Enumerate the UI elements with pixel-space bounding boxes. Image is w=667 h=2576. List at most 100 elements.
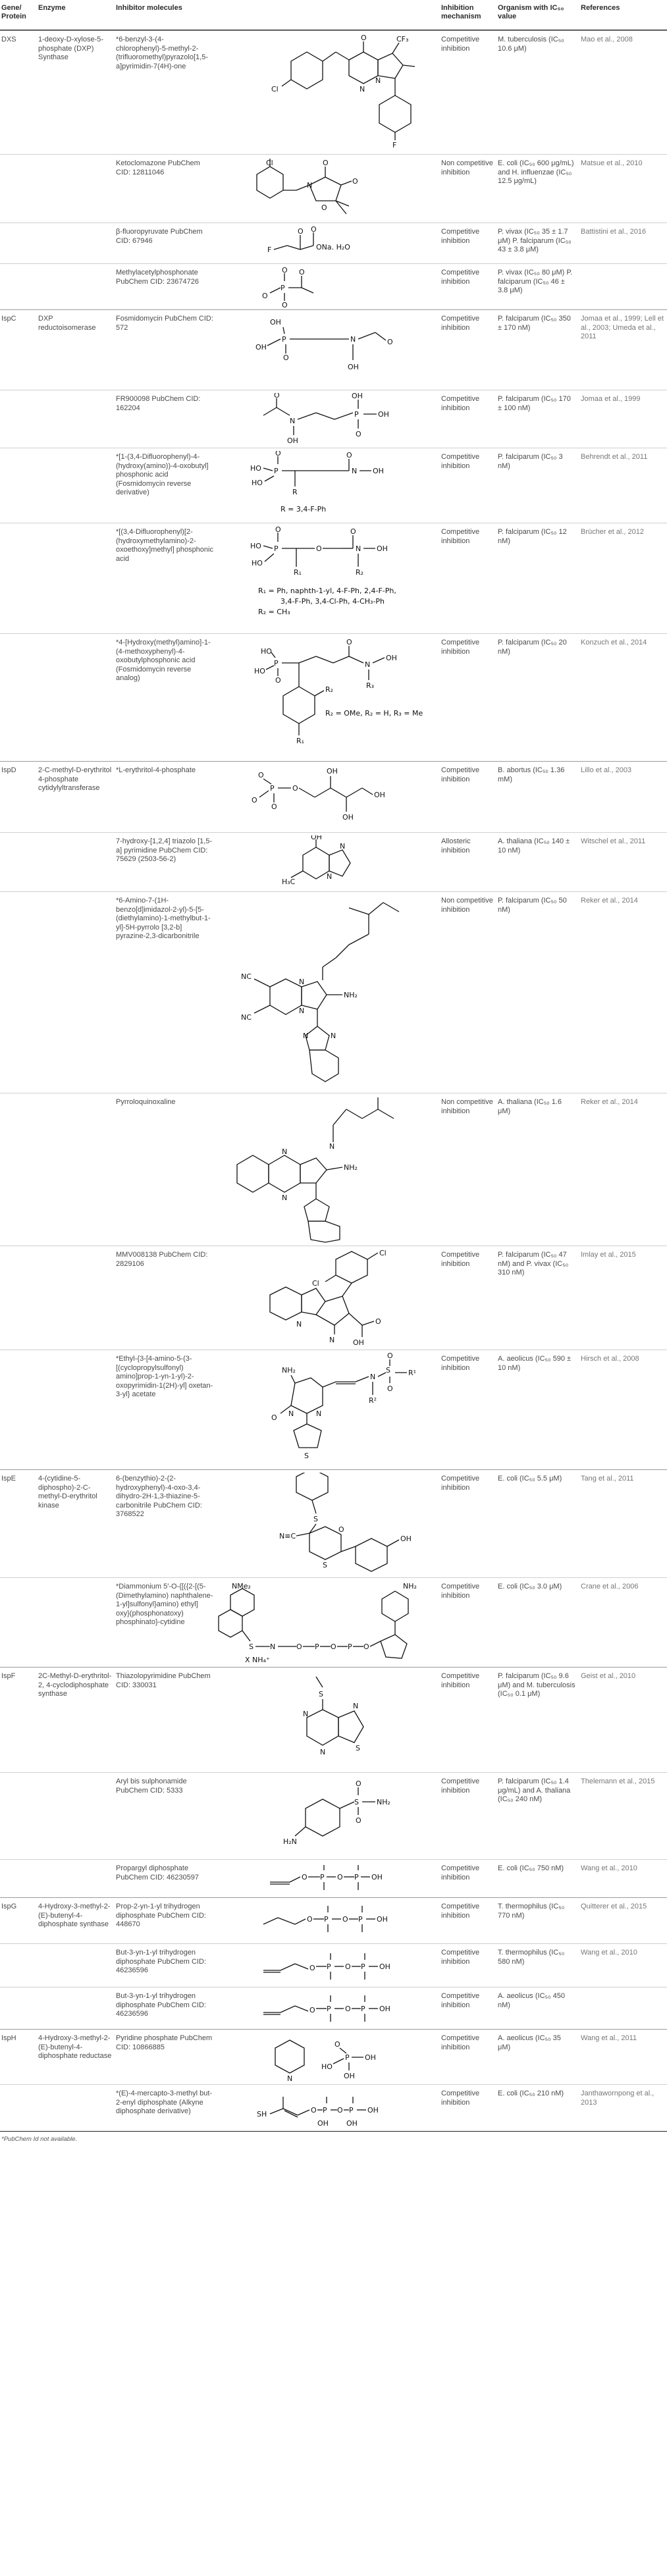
hydroxyl-label: OH (311, 835, 322, 841)
svg-text:Cl: Cl (271, 85, 279, 93)
mechanism-cell: Competitive inhibition (441, 453, 480, 470)
inhibitor-cell: Pyridine phosphate PubChem CID: 10866885 (116, 2034, 213, 2051)
svg-text:O: O (282, 267, 288, 275)
organism-cell: A. thaliana (IC₅₀ 1.6 μM) (498, 1098, 562, 1115)
svg-text:NC: NC (241, 972, 252, 981)
svg-text:O: O (363, 1643, 369, 1651)
hydroxyl-label: OH (352, 393, 363, 400)
svg-text:O: O (282, 301, 288, 309)
mechanism-cell: Competitive inhibition (441, 36, 480, 53)
chemical-structure: SH O P O P OH OH OH (217, 2088, 436, 2130)
hydroxyl-label: OH (344, 2072, 355, 2080)
enzyme-cell: 4-(cytidine-5-diphospho)-2-C-methyl-D-er… (38, 1475, 97, 1510)
chemical-structure: O P O P OH (217, 1990, 436, 2028)
svg-text:H₂N: H₂N (283, 1837, 297, 1846)
inhibitor-cell: 6-(benzythio)-2-(2-hydroxyphenyl)-4-oxo-… (116, 1475, 202, 1518)
mechanism-cell: Competitive inhibition (441, 1475, 480, 1492)
reference-cell: Imlay et al., 2015 (581, 1251, 636, 1259)
inhibitor-cell: *L-erythritol-4-phosphate (116, 766, 196, 774)
svg-text:O: O (321, 203, 327, 212)
header-inhibitor: Inhibitor molecules (116, 4, 182, 12)
svg-text:P: P (348, 1643, 352, 1651)
table-row: 7-hydroxy-[1,2,4] triazolo [1,5-a] pyrim… (0, 832, 667, 891)
reference-cell: Mao et al., 2008 (581, 36, 633, 43)
svg-text:O: O (262, 292, 268, 300)
svg-text:F: F (267, 246, 271, 254)
amine-label: NH₂ (377, 1798, 390, 1806)
hydroxyl-label: OH (379, 1962, 390, 1971)
enzyme-cell: 4-Hydroxy-3-methyl-2-(E)-butenyl-4-dipho… (38, 1903, 111, 1928)
table-header: Gene/ Protein Enzyme Inhibitor molecules… (0, 0, 667, 30)
amine-label: NH₂ (344, 991, 358, 999)
table-row: IspD 2-C-methyl-D-erythritol 4-phosphate… (0, 761, 667, 832)
inhibitor-cell: Aryl bis sulphonamide PubChem CID: 5333 (116, 1777, 187, 1795)
table-row: *Diammonium 5′-O-{[({2-[(5-(Dimethylamin… (0, 1577, 667, 1667)
svg-text:N: N (365, 660, 370, 669)
svg-text:H₃C: H₃C (282, 878, 296, 886)
enzyme-cell: DXP reductoisomerase (38, 315, 96, 332)
svg-text:N: N (352, 467, 357, 475)
mechanism-cell: Competitive inhibition (441, 395, 480, 412)
substituent-label: 3,4-F-Ph, 3,4-Cl-Ph, 4-CH₃-Ph (280, 597, 385, 606)
svg-text:P: P (361, 2005, 365, 2013)
svg-text:HO: HO (254, 667, 265, 675)
mechanism-cell: Competitive inhibition (441, 1992, 480, 2009)
svg-text:P: P (282, 335, 286, 344)
hydroxyl-label: OH (373, 467, 384, 475)
mechanism-cell: Competitive inhibition (441, 1864, 480, 1881)
organism-cell: P. falciparum (IC₅₀ 3 nM) (498, 453, 563, 470)
hydroxyl-label: OH (371, 1873, 383, 1881)
gene-cell: IspH (1, 2034, 16, 2042)
svg-text:R¹: R¹ (408, 1369, 416, 1377)
hydroxyl-label: OH (353, 1338, 364, 1347)
organism-cell: P. falciparum (IC₅₀ 1.4 μg/mL) and A. th… (498, 1777, 571, 1803)
svg-text:O: O (334, 2040, 340, 2049)
substituent-label: R₁ = Ph, naphth-1-yl, 4-F-Ph, 2,4-F-Ph, (258, 587, 396, 595)
svg-text:O: O (346, 638, 352, 646)
inhibitor-cell: Ketoclomazone PubChem CID: 12811046 (116, 159, 200, 176)
svg-text:O: O (292, 784, 298, 793)
svg-text:S: S (354, 1798, 359, 1806)
organism-cell: P. vivax (IC₅₀ 80 μM) P. falciparum (IC₅… (498, 269, 573, 294)
hydroxyl-label: OH (377, 544, 388, 553)
reference-cell: Wang et al., 2011 (581, 2034, 637, 2042)
mechanism-cell: Competitive inhibition (441, 1583, 480, 1600)
svg-text:HO: HO (321, 2063, 333, 2071)
hydroxyl-label: OH (317, 2119, 329, 2128)
organism-cell: T. thermophilus (IC₅₀ 770 nM) (498, 1903, 565, 1920)
svg-text:N: N (282, 1147, 287, 1156)
reference-cell: Reker et al., 2014 (581, 897, 638, 905)
svg-text:HO: HO (250, 464, 261, 473)
hydroxyl-label: OH (287, 436, 298, 445)
inhibitor-cell: Propargyl diphosphate PubChem CID: 46230… (116, 1864, 199, 1881)
mechanism-cell: Competitive inhibition (441, 1949, 480, 1966)
svg-text:P: P (270, 784, 275, 793)
organism-cell: B. abortus (IC₅₀ 1.36 mM) (498, 766, 565, 783)
svg-text:N: N (316, 1409, 321, 1418)
organism-cell: P. falciparum (IC₅₀ 170 ± 100 nM) (498, 395, 571, 412)
svg-text:N: N (331, 1032, 336, 1040)
inhibitor-cell: MMV008138 PubChem CID: 2829106 (116, 1251, 208, 1268)
organism-cell: A. aeolicus (IC₅₀ 35 μM) (498, 2034, 561, 2051)
svg-text:P: P (327, 1962, 331, 1971)
mechanism-cell: Competitive inhibition (441, 766, 480, 783)
svg-text:P: P (345, 2053, 350, 2062)
svg-text:O: O (361, 34, 367, 42)
svg-text:CF₃: CF₃ (396, 35, 408, 43)
organism-cell: E. coli (IC₅₀ 210 nM) (498, 2090, 564, 2097)
svg-text:Cl: Cl (312, 1279, 319, 1288)
mechanism-cell: Competitive inhibition (441, 1355, 480, 1372)
svg-text:O: O (387, 1353, 393, 1360)
hydroxyl-label: OH (379, 2005, 390, 2013)
svg-text:N: N (299, 1007, 304, 1015)
svg-text:R₁: R₁ (294, 568, 302, 577)
organism-cell: E. coli (IC₅₀ 600 μg/mL) and H. influenz… (498, 159, 574, 185)
inhibitor-cell: *Diammonium 5′-O-{[({2-[(5-(Dimethylamin… (116, 1583, 213, 1626)
organism-cell: P. falciparum (IC₅₀ 47 nM) and P. vivax … (498, 1251, 569, 1276)
table-row: Ketoclomazone PubChem CID: 12811046 Cl N… (0, 154, 667, 223)
inhibitor-cell: *[(3,4-Difluorophenyl)[2-(hydroxymethyla… (116, 528, 213, 563)
